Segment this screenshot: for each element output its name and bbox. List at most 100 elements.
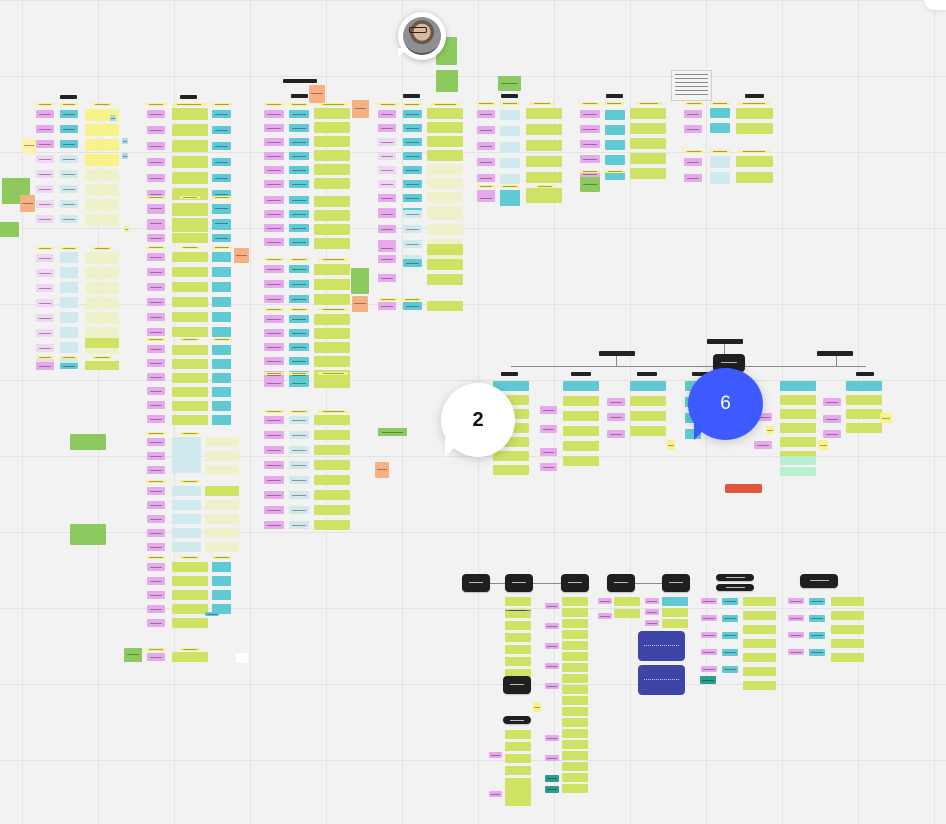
sticky-note[interactable] xyxy=(489,791,502,797)
sticky-note[interactable] xyxy=(378,274,396,282)
sticky-note[interactable] xyxy=(212,282,231,292)
sticky-note[interactable] xyxy=(289,166,309,174)
header-card[interactable] xyxy=(561,574,589,592)
section-header-tag[interactable] xyxy=(291,94,308,98)
sticky-note[interactable] xyxy=(378,298,398,301)
navy-card[interactable] xyxy=(638,631,685,661)
sticky-note[interactable] xyxy=(172,124,208,136)
sticky-note[interactable] xyxy=(780,437,816,447)
sticky-note[interactable] xyxy=(85,267,119,279)
sticky-note[interactable] xyxy=(540,463,557,471)
sticky-note[interactable] xyxy=(264,476,284,484)
sticky-note[interactable] xyxy=(500,126,520,136)
sticky-note[interactable] xyxy=(700,676,716,684)
sticky-note[interactable] xyxy=(476,102,496,105)
sticky-note[interactable] xyxy=(580,125,600,133)
sticky-note[interactable] xyxy=(147,605,165,613)
sticky-note[interactable] xyxy=(264,431,284,439)
sticky-note[interactable] xyxy=(403,138,422,146)
sticky-note[interactable] xyxy=(147,543,165,551)
sticky-note[interactable] xyxy=(172,156,208,168)
sticky-note[interactable] xyxy=(540,448,557,456)
sticky-note[interactable] xyxy=(378,210,396,218)
sticky-note[interactable] xyxy=(172,218,208,228)
sticky-note[interactable] xyxy=(146,648,166,651)
sticky-note[interactable] xyxy=(562,608,588,617)
sticky-note[interactable] xyxy=(375,462,389,478)
sticky-note[interactable] xyxy=(662,597,688,606)
sticky-note[interactable] xyxy=(605,170,625,180)
sticky-note[interactable] xyxy=(36,269,54,277)
sticky-note[interactable] xyxy=(264,138,284,146)
sticky-note[interactable] xyxy=(264,521,284,529)
sticky-note[interactable] xyxy=(60,252,78,263)
sticky-note[interactable] xyxy=(212,103,232,106)
sticky-note[interactable] xyxy=(205,486,239,496)
sticky-note[interactable] xyxy=(314,445,350,455)
sticky-note[interactable] xyxy=(314,164,350,175)
sticky-note[interactable] xyxy=(701,632,717,638)
sticky-note[interactable] xyxy=(831,625,864,634)
sticky-note[interactable] xyxy=(264,371,284,379)
sticky-note[interactable] xyxy=(630,426,666,436)
sticky-note[interactable] xyxy=(172,172,208,184)
sticky-note[interactable] xyxy=(563,426,599,436)
sticky-note[interactable] xyxy=(314,178,350,189)
sticky-note[interactable] xyxy=(264,152,284,160)
sticky-note[interactable] xyxy=(92,103,112,106)
sticky-note[interactable] xyxy=(212,556,232,559)
sticky-note[interactable] xyxy=(147,515,165,523)
sticky-note[interactable] xyxy=(147,158,165,166)
sticky-note[interactable] xyxy=(545,755,559,761)
sticky-note[interactable] xyxy=(722,649,738,656)
sticky-note[interactable] xyxy=(605,140,625,150)
sticky-note[interactable] xyxy=(70,524,106,545)
sticky-note[interactable] xyxy=(289,506,309,514)
sticky-note[interactable] xyxy=(147,619,165,627)
sticky-note[interactable] xyxy=(264,343,284,351)
sticky-note[interactable] xyxy=(212,158,231,166)
sticky-note[interactable] xyxy=(505,797,531,806)
sticky-note[interactable] xyxy=(403,240,422,248)
sticky-note[interactable] xyxy=(36,170,54,178)
sticky-note[interactable] xyxy=(846,423,882,433)
sticky-note[interactable] xyxy=(630,108,666,119)
sticky-note[interactable] xyxy=(264,258,284,261)
sticky-note[interactable] xyxy=(505,778,531,787)
sticky-note[interactable] xyxy=(146,246,166,249)
sticky-note[interactable] xyxy=(147,234,165,242)
sticky-note[interactable] xyxy=(289,416,309,424)
sticky-note[interactable] xyxy=(172,528,201,538)
sticky-note[interactable] xyxy=(605,110,625,120)
sticky-note[interactable] xyxy=(172,140,208,152)
sticky-note[interactable] xyxy=(351,268,369,294)
sticky-note[interactable] xyxy=(403,259,422,267)
section-header-tag[interactable] xyxy=(403,94,420,98)
sticky-note[interactable] xyxy=(60,327,78,338)
sticky-note[interactable] xyxy=(743,681,776,690)
sticky-note[interactable] xyxy=(500,102,520,105)
section-header-tag[interactable] xyxy=(856,372,874,376)
sticky-note[interactable] xyxy=(378,225,396,233)
sticky-note[interactable] xyxy=(738,150,770,153)
sticky-note[interactable] xyxy=(212,234,231,242)
sticky-note[interactable] xyxy=(378,152,396,160)
sticky-note[interactable] xyxy=(685,429,701,439)
sticky-note[interactable] xyxy=(314,328,350,339)
sticky-note[interactable] xyxy=(526,124,562,135)
sticky-note[interactable] xyxy=(85,361,119,370)
sticky-note[interactable] xyxy=(289,431,309,439)
sticky-note[interactable] xyxy=(562,762,588,771)
sticky-note[interactable] xyxy=(264,410,284,413)
sticky-note[interactable] xyxy=(147,359,165,367)
sticky-note[interactable] xyxy=(172,652,208,662)
sticky-note[interactable] xyxy=(264,491,284,499)
sticky-note[interactable] xyxy=(289,124,309,132)
header-card[interactable] xyxy=(716,574,754,581)
sticky-note[interactable] xyxy=(402,298,422,301)
section-header-tag[interactable] xyxy=(745,94,764,98)
sticky-note[interactable] xyxy=(172,282,208,292)
section-header-tag[interactable] xyxy=(707,339,743,344)
sticky-note[interactable] xyxy=(212,246,232,249)
sticky-note[interactable] xyxy=(630,411,666,421)
